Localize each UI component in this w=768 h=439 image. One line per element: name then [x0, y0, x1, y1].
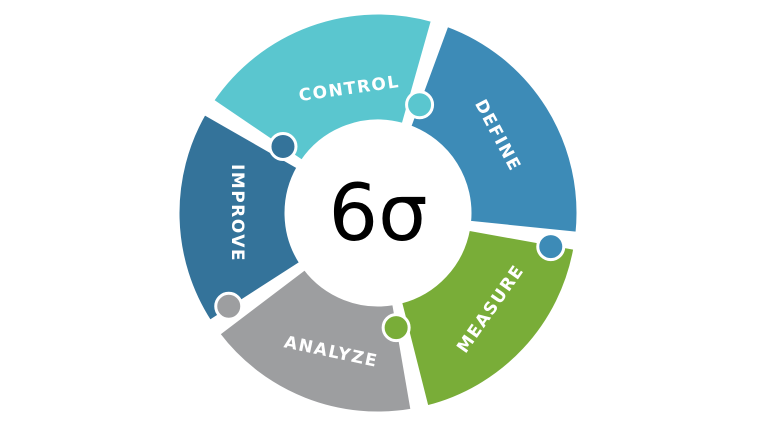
segment-label-improve: IMPROVE	[227, 164, 247, 262]
puzzle-tab-control	[405, 90, 435, 120]
center-circle	[286, 121, 470, 305]
puzzle-tab-analyze	[214, 291, 244, 321]
puzzle-tab-define	[536, 232, 566, 262]
puzzle-tab-improve	[268, 131, 298, 161]
six-sigma-symbol: 6σ	[328, 169, 427, 259]
puzzle-tab-measure	[381, 313, 411, 343]
